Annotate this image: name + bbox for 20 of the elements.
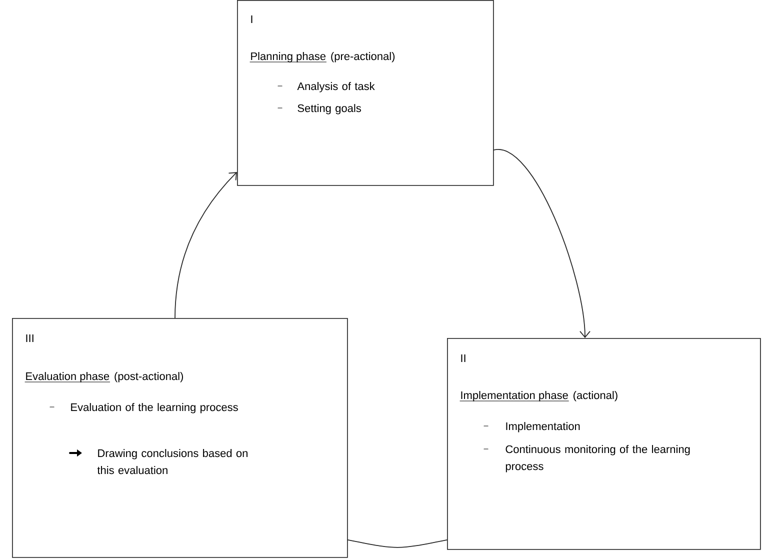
list-item: Setting goals bbox=[278, 104, 361, 114]
list-item: Analysis of task bbox=[278, 82, 375, 92]
phase-number: III bbox=[26, 334, 34, 342]
phase-box bbox=[12, 318, 348, 558]
list-item: Continuous monitoring of the learning process bbox=[484, 445, 690, 472]
list-item: Drawing conclusions based on this evaluation bbox=[69, 449, 248, 474]
phase-box bbox=[447, 338, 761, 550]
phase-subtitle: (pre-actional) bbox=[331, 52, 395, 62]
phase-number: II bbox=[461, 354, 466, 362]
curved-arrow bbox=[493, 150, 590, 338]
phase-heading: Evaluation phase bbox=[24, 372, 110, 382]
curved-arrow bbox=[174, 172, 237, 318]
phase-heading: Planning phase bbox=[250, 52, 326, 62]
list-item: Implementation bbox=[484, 422, 580, 432]
list-item: Evaluation of the learning process bbox=[50, 403, 238, 414]
phase-subtitle: (actional) bbox=[574, 391, 618, 402]
phase-number: I bbox=[251, 15, 252, 23]
phase-subtitle: (post-actional) bbox=[114, 372, 183, 382]
phase-box bbox=[237, 0, 494, 186]
phase-heading: Implementation phase bbox=[460, 391, 569, 402]
